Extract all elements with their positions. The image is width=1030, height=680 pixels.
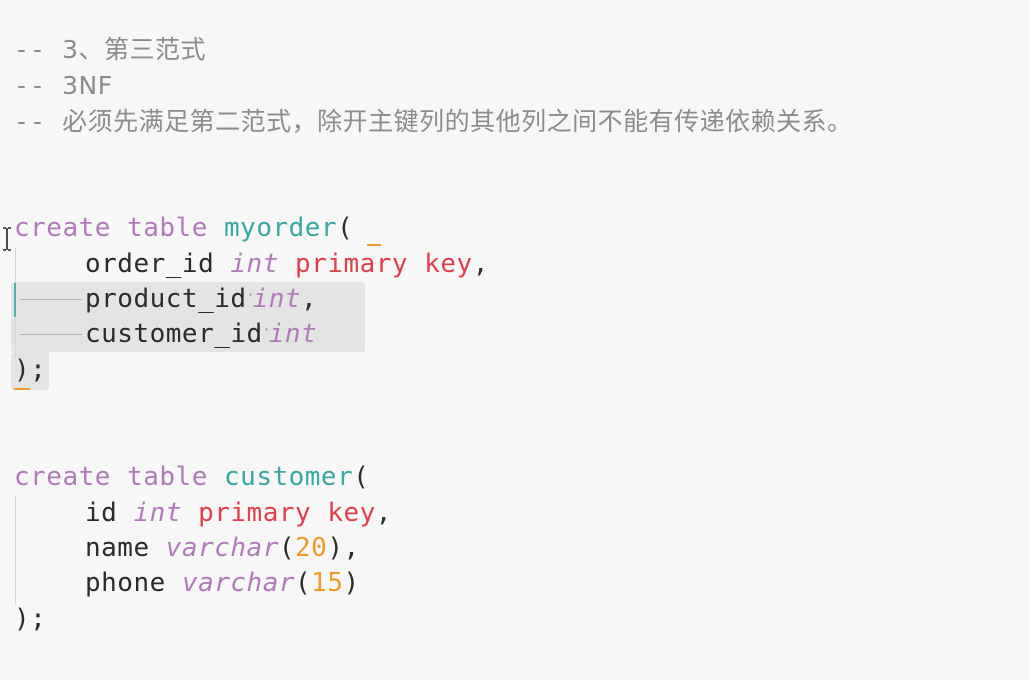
close-statement: ); [14, 604, 47, 634]
open-paren: ( [353, 462, 370, 492]
column-name: name [85, 533, 150, 563]
column-name: order_id [85, 249, 215, 279]
comment-prefix: -- [14, 35, 63, 64]
column-type: int [268, 319, 318, 349]
comment-text: 3NF [62, 71, 113, 100]
column-type: int [133, 498, 182, 528]
column-type: int [252, 284, 302, 314]
comment-text: 3、第三范式 [62, 35, 207, 64]
text-caret [14, 283, 16, 317]
text-selection [11, 282, 365, 352]
tab-marker [20, 299, 82, 300]
comma: , [472, 249, 489, 279]
tab-marker [20, 334, 82, 335]
code-line-id: id int primary key, [14, 495, 392, 531]
comment-line-2: -- 3NF [14, 68, 113, 104]
code-line-create-customer: create table customer( [14, 459, 369, 495]
column-name: customer_id [85, 319, 263, 349]
code-line-phone: phone varchar(15) [85, 568, 360, 598]
indent-guide [15, 496, 16, 604]
comma: , [375, 498, 392, 528]
table-name: myorder [224, 213, 338, 243]
code-line-create-myorder: create table myorder( [14, 210, 353, 246]
column-constraint: primary key [198, 498, 376, 528]
comment-prefix: -- [14, 71, 63, 100]
column-length: 20 [295, 533, 328, 563]
code-line-name: name varchar(20), [85, 533, 360, 563]
keyword-table: table [127, 462, 208, 492]
code-line-order-id: order_id int primary key, [14, 246, 489, 282]
text-selection-tail [11, 352, 49, 390]
comma: , [301, 284, 318, 314]
close-statement: ); [14, 355, 47, 385]
column-suffix: ) [343, 568, 360, 598]
comment-line-1: -- 3、第三范式 [14, 32, 206, 68]
keyword-create: create [14, 213, 111, 243]
column-type: varchar [165, 533, 279, 563]
column-name: product_id [85, 284, 247, 314]
column-name: phone [85, 568, 166, 598]
bracket-match-close [14, 388, 30, 390]
column-type: varchar [181, 568, 296, 598]
keyword-table: table [127, 213, 208, 243]
table-name: customer [224, 462, 354, 492]
column-name: id [85, 498, 118, 528]
comment-prefix: -- [14, 107, 63, 136]
keyword-create: create [14, 462, 111, 492]
bracket-match-open [367, 244, 381, 246]
column-constraint: primary key [295, 249, 473, 279]
ibeam-cursor-icon [3, 227, 11, 251]
open-paren: ( [337, 213, 354, 243]
column-length: 15 [311, 568, 344, 598]
comment-text: 必须先满足第二范式，除开主键列的其他列之间不能有传递依赖关系。 [62, 107, 853, 136]
column-suffix: ), [327, 533, 360, 563]
code-line-close-customer: ); [14, 601, 46, 637]
column-type: int [230, 249, 279, 279]
code-line-close-myorder: ); [14, 352, 46, 388]
comment-line-3: -- 必须先满足第二范式，除开主键列的其他列之间不能有传递依赖关系。 [14, 104, 853, 140]
